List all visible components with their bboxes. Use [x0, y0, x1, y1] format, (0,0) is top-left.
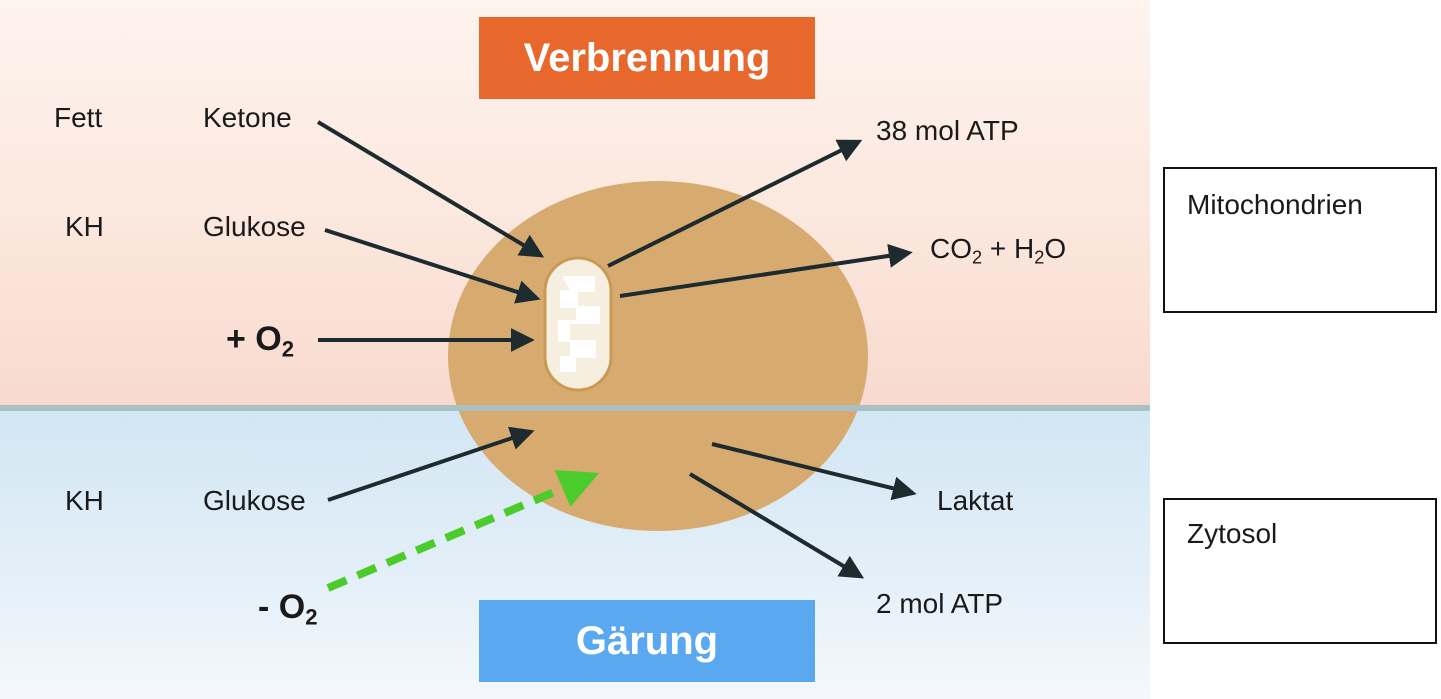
legend-box-mitochondrien: Mitochondrien: [1163, 167, 1437, 313]
label-2-mol-atp: 2 mol ATP: [876, 588, 1004, 619]
mitochondrion: [543, 256, 613, 392]
arrow-no-oxygen-dashed: [326, 470, 600, 592]
co2-text: CO: [930, 233, 972, 264]
minus-oxygen-text: - O: [258, 588, 306, 626]
legend-box-zytosol: Zytosol: [1163, 498, 1437, 644]
arrow-atp38-out: [607, 139, 863, 268]
banner-gaerung: Gärung: [479, 600, 815, 682]
h2o-prefix: + H: [982, 233, 1035, 264]
mitochondrion-cristae: [558, 276, 600, 372]
plus-oxygen-subscript: 2: [281, 336, 295, 362]
co2-subscript: 2: [972, 247, 983, 268]
label-co2-h2o: CO2 + H2O: [930, 233, 1067, 267]
h2o-subscript: 2: [1034, 247, 1045, 268]
label-ketone: Ketone: [203, 102, 292, 133]
legend-mitochondrien-label: Mitochondrien: [1187, 189, 1363, 220]
arrow-glukose-bottom-in: [327, 426, 535, 502]
label-plus-oxygen: + O2: [226, 320, 294, 360]
label-glukose-top: Glukose: [203, 211, 306, 242]
label-kh-top: KH: [65, 211, 104, 242]
label-laktat: Laktat: [937, 485, 1014, 516]
label-glukose-bottom: Glukose: [203, 485, 306, 516]
plus-oxygen-text: + O: [226, 320, 282, 358]
arrow-co2-out: [619, 243, 913, 298]
legend-zytosol-label: Zytosol: [1187, 518, 1278, 549]
label-minus-oxygen: - O2: [258, 588, 318, 628]
arrow-laktat-out: [711, 442, 917, 501]
arrow-atp2-out: [688, 472, 865, 579]
h2o-suffix: O: [1044, 233, 1067, 264]
minus-oxygen-subscript: 2: [305, 604, 318, 630]
label-38-mol-atp: 38 mol ATP: [876, 115, 1019, 146]
banner-verbrennung: Verbrennung: [479, 17, 815, 99]
arrow-ketone-in: [316, 120, 545, 258]
label-kh-bottom: KH: [65, 485, 104, 516]
aerobic-anaerobic-divider: [0, 405, 1150, 411]
arrow-glukose-top-in: [324, 228, 541, 304]
label-fett: Fett: [54, 102, 103, 133]
